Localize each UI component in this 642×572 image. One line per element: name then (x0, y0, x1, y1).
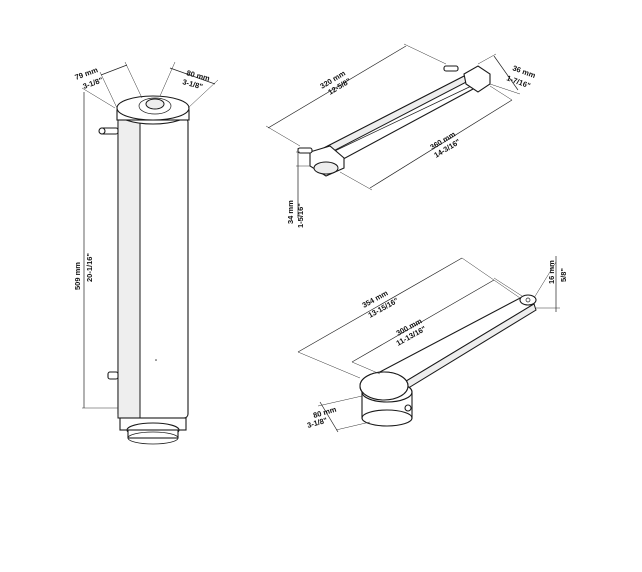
bar-height-in: 1-5/16" (296, 203, 305, 228)
bar-height-dimension: 34 mm 1-5/16" (286, 148, 310, 228)
column-height-in: 20-1/16" (85, 253, 94, 282)
arm-thickness-mm: 16 mm (547, 260, 556, 284)
arm-thickness-in: 5/8" (559, 268, 568, 282)
arm-part (359, 294, 537, 427)
column-part (98, 95, 190, 445)
bar-part (297, 65, 491, 177)
arm-thickness-dimension: 16 mm 5/8" (533, 256, 568, 312)
bar-inner-dimension: 320 mm 12-5/8" (265, 43, 447, 147)
arm-hub-in: 3-1/8" (306, 415, 329, 429)
arm-hub-dimension: 80 mm 3-1/8" (306, 395, 371, 433)
bar-height-mm: 34 mm (286, 200, 295, 224)
column-height-mm: 509 mm (73, 262, 82, 290)
column-height-dimension: 509 mm 20-1/16" (73, 87, 118, 409)
